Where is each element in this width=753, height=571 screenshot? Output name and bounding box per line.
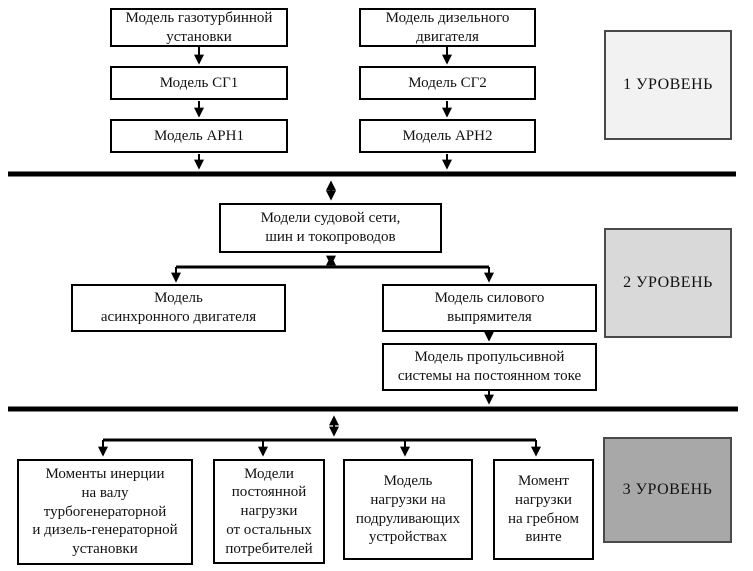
box-diesel-engine-model: Модель дизельного двигателя	[359, 8, 536, 47]
box-async-motor-model: Модель асинхронного двигателя	[71, 284, 286, 332]
box-arn2-model: Модель АРН2	[359, 119, 536, 153]
box-propeller-load-moment: Момент нагрузки на гребном винте	[493, 459, 594, 560]
box-thruster-load-model: Модель нагрузки на подруливающих устройс…	[343, 459, 473, 560]
box-inertia-moments: Моменты инерции на валу турбогенераторно…	[17, 459, 193, 565]
box-gas-turbine-model: Модель газотурбинной установки	[110, 8, 288, 47]
box-constant-load-models: Модели постоянной нагрузки от остальных …	[213, 459, 325, 564]
box-rectifier-model: Модель силового выпрямителя	[382, 284, 597, 332]
badge-level-2: 2 УРОВЕНЬ	[604, 228, 732, 338]
box-propulsion-system-model: Модель пропульсивной системы на постоянн…	[382, 343, 597, 391]
badge-level-1: 1 УРОВЕНЬ	[604, 30, 732, 140]
badge-level-3: 3 УРОВЕНЬ	[603, 437, 732, 543]
box-sg1-model: Модель СГ1	[110, 66, 288, 100]
box-arn1-model: Модель АРН1	[110, 119, 288, 153]
box-ship-grid-models: Модели судовой сети, шин и токопроводов	[219, 203, 442, 253]
box-sg2-model: Модель СГ2	[359, 66, 536, 100]
